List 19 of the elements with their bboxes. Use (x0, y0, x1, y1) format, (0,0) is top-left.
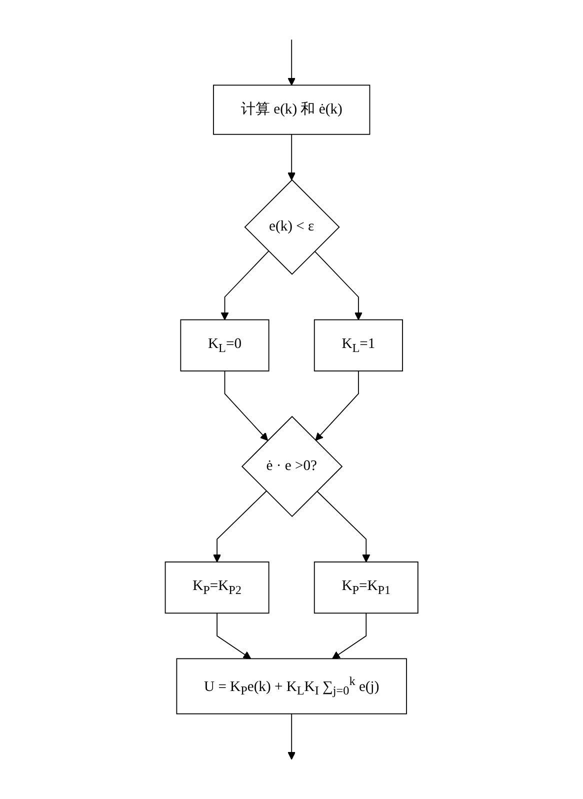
arrow (314, 250, 362, 320)
node-box: K$_{L}$=0 (180, 319, 270, 372)
arrow (216, 612, 252, 660)
node-diamond: ė · e >0? (241, 416, 343, 518)
arrow (212, 490, 267, 562)
arrow (287, 713, 296, 760)
node-box: K$_{P}$=K$_{P2}$ (164, 562, 270, 614)
arrow (220, 250, 269, 320)
node-diamond: e(k) < ε (244, 179, 340, 275)
node-box: U = K$_{P}$e(k) + K$_{L}$K$_{I}$ ∑$_{j=0}$$^{k}$ e(j) (176, 658, 407, 714)
node-box: K$_{P}$=K$_{P1}$ (314, 562, 418, 614)
arrow (316, 490, 370, 562)
arrow (224, 370, 268, 441)
node-box: 计算 e(k) 和 ė(k) (212, 84, 370, 135)
arrow (287, 134, 296, 180)
arrow (287, 39, 296, 86)
arrow (315, 370, 359, 441)
arrow (332, 612, 366, 660)
node-box: K$_{L}$=1 (314, 319, 403, 372)
